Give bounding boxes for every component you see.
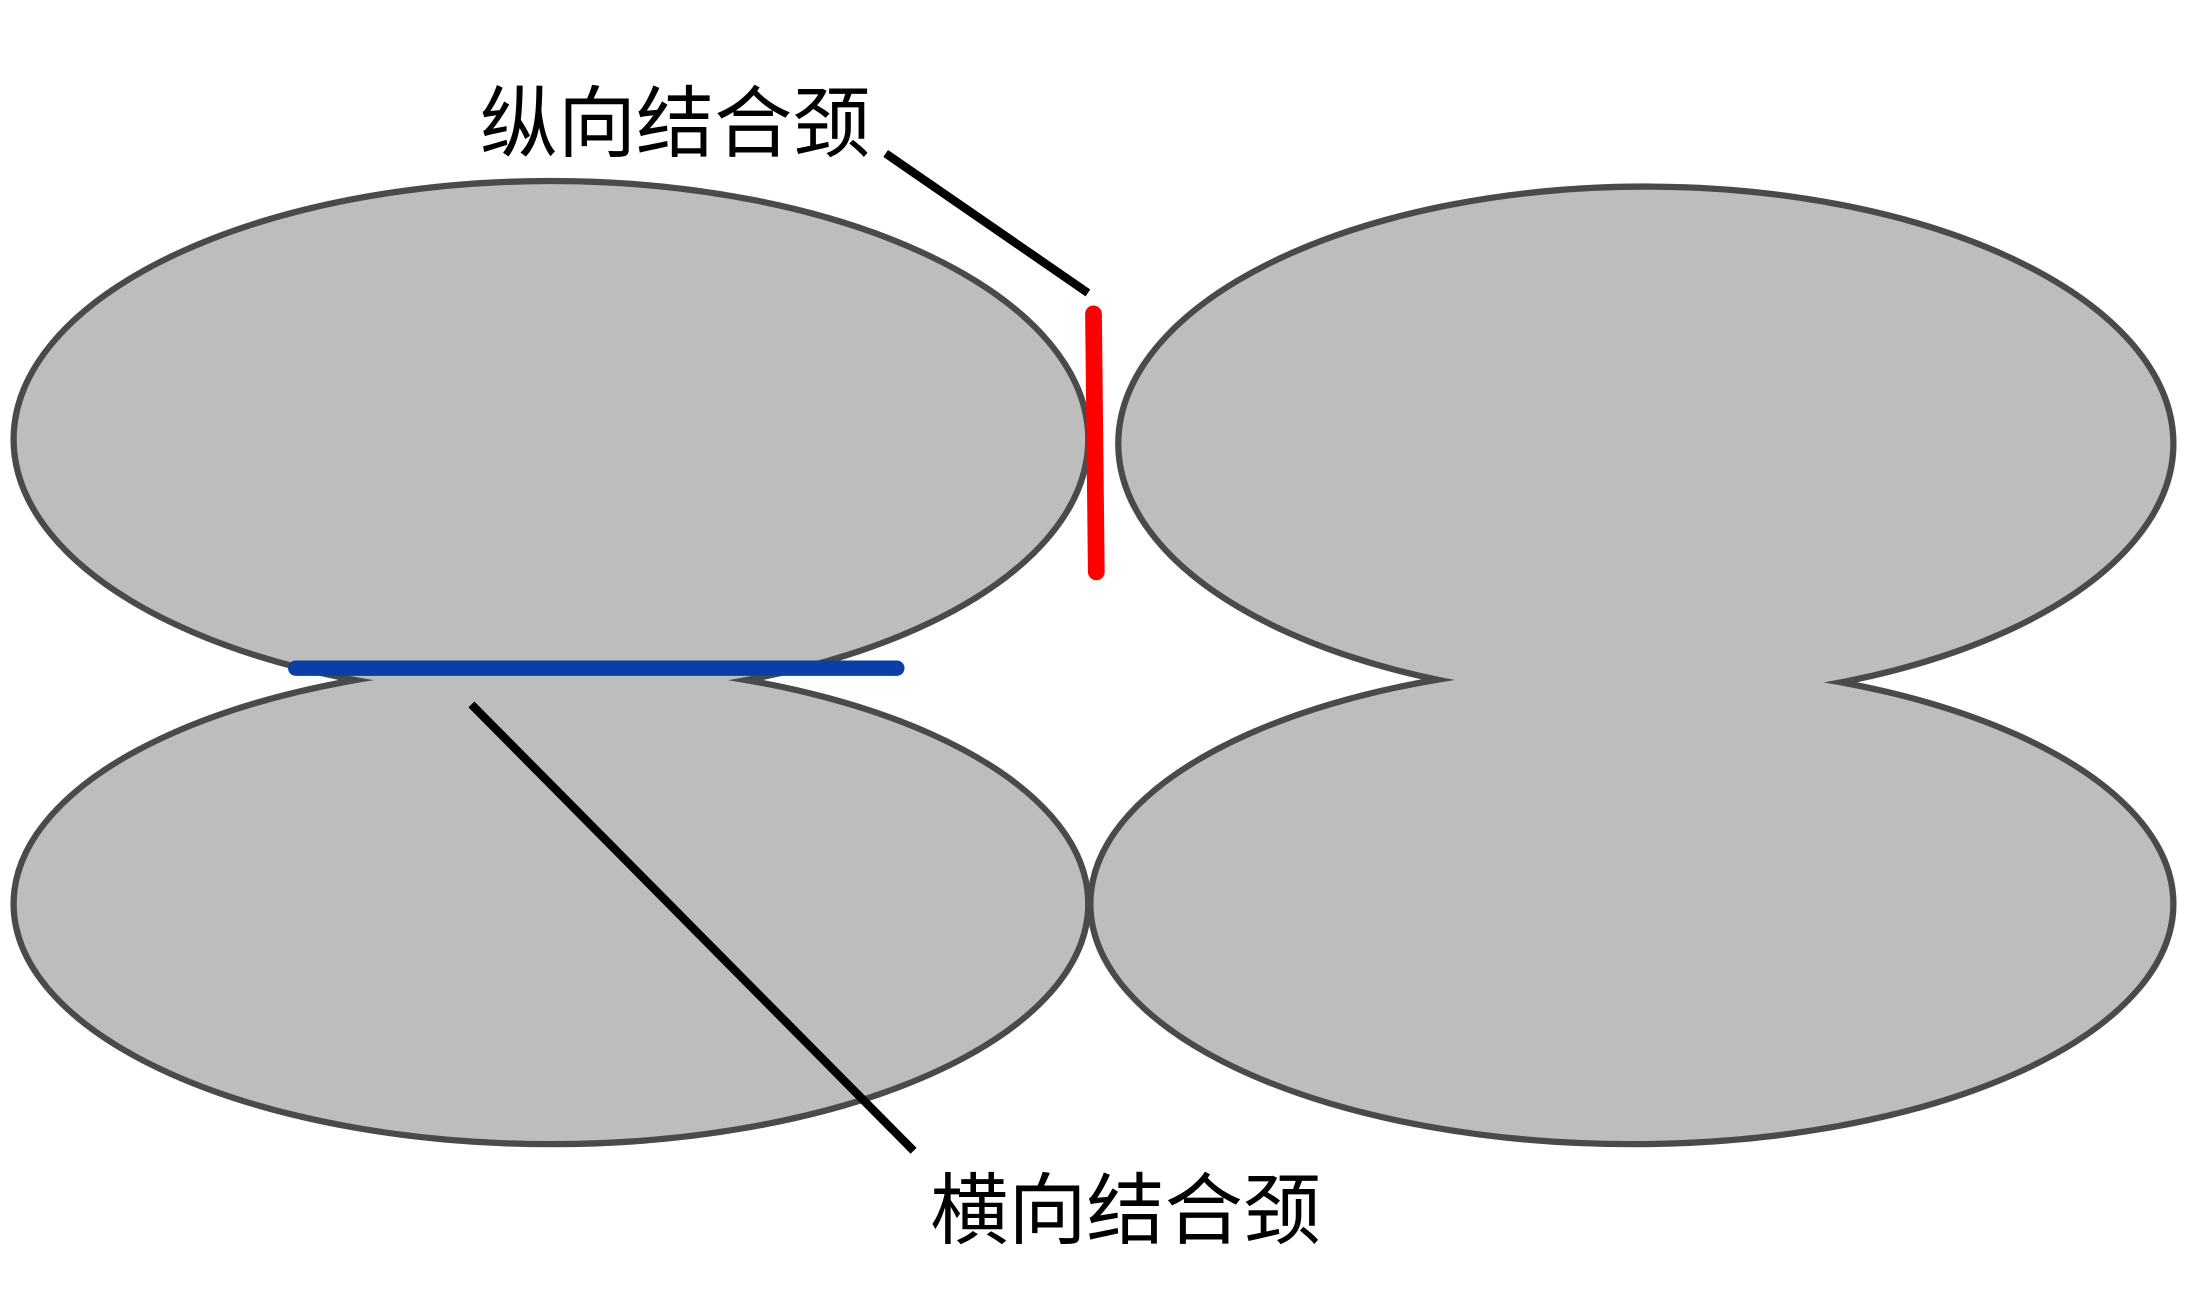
leader-line-longitudinal bbox=[883, 149, 1091, 297]
label-transverse-neck: 横向结合颈 bbox=[930, 1165, 1321, 1256]
leader-line-transverse bbox=[468, 701, 917, 1154]
longitudinal-neck-line bbox=[1085, 305, 1105, 581]
label-longitudinal-neck: 纵向结合颈 bbox=[480, 79, 871, 170]
particle-top-left bbox=[16, 184, 1086, 695]
particle-bottom-left bbox=[16, 666, 1086, 1142]
particle-fills bbox=[16, 184, 2171, 1142]
particle-bottom-right bbox=[1093, 666, 2171, 1142]
particle-top-right bbox=[1121, 189, 2171, 698]
